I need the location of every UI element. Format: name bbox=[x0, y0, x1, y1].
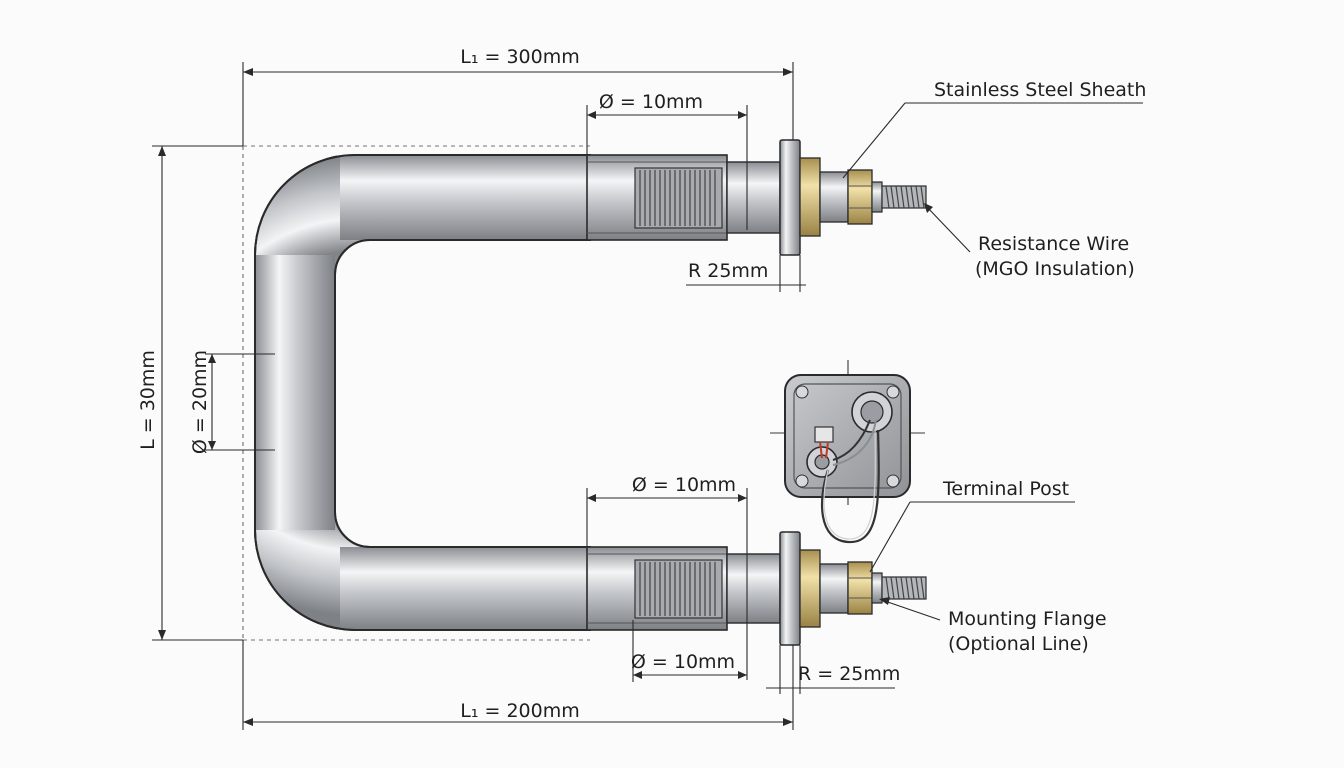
top-radius-label: R 25mm bbox=[688, 260, 768, 282]
dimension-lines bbox=[152, 62, 895, 730]
terminal-callout: Terminal Post bbox=[942, 478, 1069, 500]
height-label: L = 30mm bbox=[137, 350, 159, 450]
bounding-box bbox=[242, 145, 590, 641]
terminal-box-detail bbox=[770, 360, 925, 544]
top-terminal-assembly bbox=[586, 139, 927, 256]
bottom-radius-label: R = 25mm bbox=[798, 663, 900, 685]
bottom-length-label: L₁ = 200mm bbox=[460, 700, 579, 722]
bottom-terminal-assembly bbox=[586, 531, 927, 646]
flange-callout-line2: (Optional Line) bbox=[948, 633, 1089, 655]
wire-callout-line1: Resistance Wire bbox=[978, 233, 1129, 255]
tube-diameter-label: Ø = 20mm bbox=[189, 350, 211, 454]
top-length-label: L₁ = 300mm bbox=[460, 46, 579, 68]
leader-lines bbox=[842, 102, 1143, 621]
top-diameter-label: Ø = 10mm bbox=[599, 91, 703, 113]
bottom-diameter-lower-label: Ø = 10mm bbox=[631, 651, 735, 673]
sheath-callout: Stainless Steel Sheath bbox=[934, 79, 1146, 101]
flange-callout-line1: Mounting Flange bbox=[948, 608, 1107, 630]
bottom-diameter-upper-label: Ø = 10mm bbox=[632, 474, 736, 496]
u-tube bbox=[254, 154, 591, 631]
wire-callout-line2: (MGO Insulation) bbox=[975, 258, 1135, 280]
